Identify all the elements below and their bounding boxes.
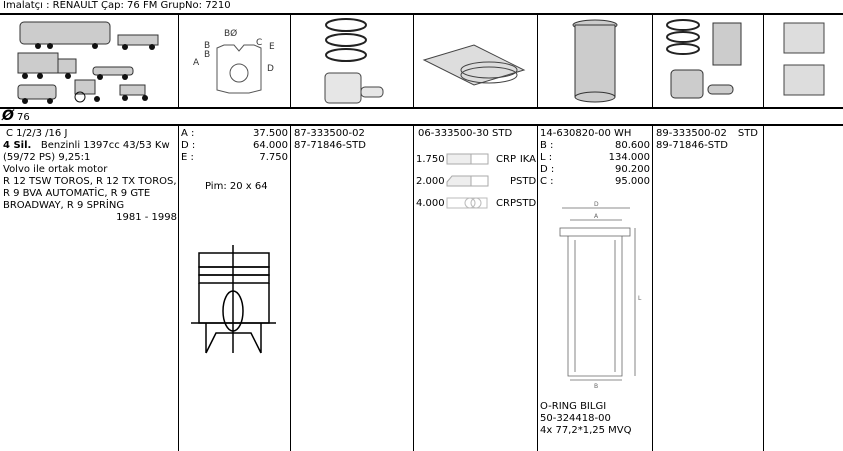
ring-std: STD (516, 175, 537, 187)
ring-type: CRP (496, 153, 516, 165)
svg-text:B: B (204, 41, 210, 51)
ring-set-image (414, 15, 537, 107)
ring-section-icon (446, 153, 489, 165)
cylinder-liner-image (538, 15, 652, 107)
ring-std: STD (516, 197, 537, 209)
header-title: İmalatçı : RENAULT Çap: 76 FM GrupNo: 72… (3, 0, 231, 11)
ring-size: 4.000 (416, 197, 445, 209)
dim-label: E : (181, 152, 194, 163)
piston-rings-icon (324, 18, 384, 104)
kit-code[interactable]: 89-333500-02 (656, 128, 727, 139)
kit-pin-code[interactable]: 89-71846-STD (656, 140, 728, 151)
dim-label: D : (181, 140, 196, 151)
engine-code: C 1/2/3 /16 J (6, 128, 68, 139)
kit-std: STD (737, 128, 758, 139)
vehicles-icon (17, 21, 159, 104)
ring-size: 2.000 (416, 175, 445, 187)
ring-row: 1.750 CRP IKA (416, 149, 537, 169)
models-line: R 9 BVA AUTOMATİC, R 9 GTE (3, 188, 151, 199)
kit-info: 89-333500-02 STD 89-71846-STD (656, 128, 762, 152)
dim-l-label: L (638, 295, 642, 302)
ring-row: 4.000 CRP STD (416, 193, 537, 213)
engine-info: C 1/2/3 /16 J 4 Sil. Benzinli 1397cc 43/… (3, 128, 177, 224)
models-line: R 12 TSW TOROS, R 12 TX TOROS, (3, 176, 177, 187)
dim-value: 95.000 (615, 176, 650, 187)
ring-std: IKA (519, 153, 536, 165)
oring-info: O-RING BİLGİ 50-324418-00 4x 77,2*1,25 M… (540, 401, 650, 437)
ring-set-info: 06-333500-30 STD 1.750 CRP IKA 2.000 P S… (416, 128, 537, 213)
dim-label: B : (540, 140, 554, 151)
oring-spec: 4x 77,2*1,25 MVQ (540, 425, 632, 436)
liner-icon (572, 19, 618, 103)
piston-rings-image (291, 15, 413, 107)
oring-code[interactable]: 50-324418-00 (540, 413, 611, 424)
kit-image-2 (764, 15, 843, 107)
ring-section-icon (446, 175, 489, 187)
pin-part[interactable]: 87-71846-STD (294, 140, 366, 151)
piston-part-numbers: 87-333500-02 87-71846-STD (294, 128, 412, 152)
ring-type: P (509, 175, 516, 187)
kit-image (653, 15, 763, 107)
dim-label: A : (181, 128, 195, 139)
dim-label: L : (540, 152, 553, 163)
svg-text:E: E (269, 42, 275, 52)
piston-dimensions: A : 37.500 D : 64.000 E : 7.750 Pim: 20 x 6… (181, 128, 288, 448)
liner-code[interactable]: 14-630820-00 WH (540, 128, 632, 139)
ring-type: CRP (496, 197, 516, 209)
engine-desc: Benzinli 1397cc 43/53 Kw (40, 140, 170, 151)
oring-title: O-RING BİLGİ (540, 401, 607, 412)
dim-value: 90.200 (615, 164, 650, 175)
ring-section-icon (446, 197, 488, 209)
dim-value: 80.600 (615, 140, 650, 151)
dim-value: 37.500 (253, 128, 288, 139)
ring-set-code[interactable]: 06-333500-30 STD (418, 128, 513, 139)
cylinder-count: 4 Sil. (3, 140, 32, 151)
ring-box-icon (422, 44, 526, 86)
piston-profile-icon (191, 245, 276, 354)
production-years: 1981 - 1998 (116, 212, 177, 223)
dim-value: 7.750 (259, 152, 288, 163)
pin-size: Pim: 20 x 64 (205, 181, 268, 192)
svg-text:D: D (267, 64, 274, 74)
svg-text:B: B (204, 50, 210, 60)
models-line: BROADWAY, R 9 SPRİNG (3, 200, 125, 211)
dim-value: 64.000 (253, 140, 288, 151)
dim-value: 134.000 (608, 152, 650, 163)
dim-b-label: B (594, 383, 598, 390)
engine-desc-2: (59/72 PS) 9,25:1 (3, 152, 91, 163)
dim-label: C : (540, 176, 554, 187)
engine-note: Volvo ile ortak motor (3, 164, 108, 175)
piston-kit-icon (783, 22, 825, 96)
ring-row: 2.000 P STD (416, 171, 537, 191)
diameter-value: 76 (17, 112, 30, 123)
dim-label: D : (540, 164, 555, 175)
liner-profile-icon: DA B L (559, 201, 642, 390)
vehicle-types-image (0, 15, 178, 107)
dim-a-label: A (594, 213, 599, 220)
diameter-icon: Ø (2, 108, 14, 124)
kit-icon (666, 19, 742, 99)
piston-part[interactable]: 87-333500-02 (294, 128, 365, 139)
ring-size: 1.750 (416, 153, 445, 165)
svg-text:A: A (193, 58, 200, 68)
svg-text:C: C (256, 38, 262, 48)
dim-d-label: D (594, 201, 599, 208)
svg-text:BØ: BØ (224, 28, 237, 39)
liner-info: 14-630820-00 WH B : 80.600 L : 134.000 D :… (540, 128, 650, 450)
